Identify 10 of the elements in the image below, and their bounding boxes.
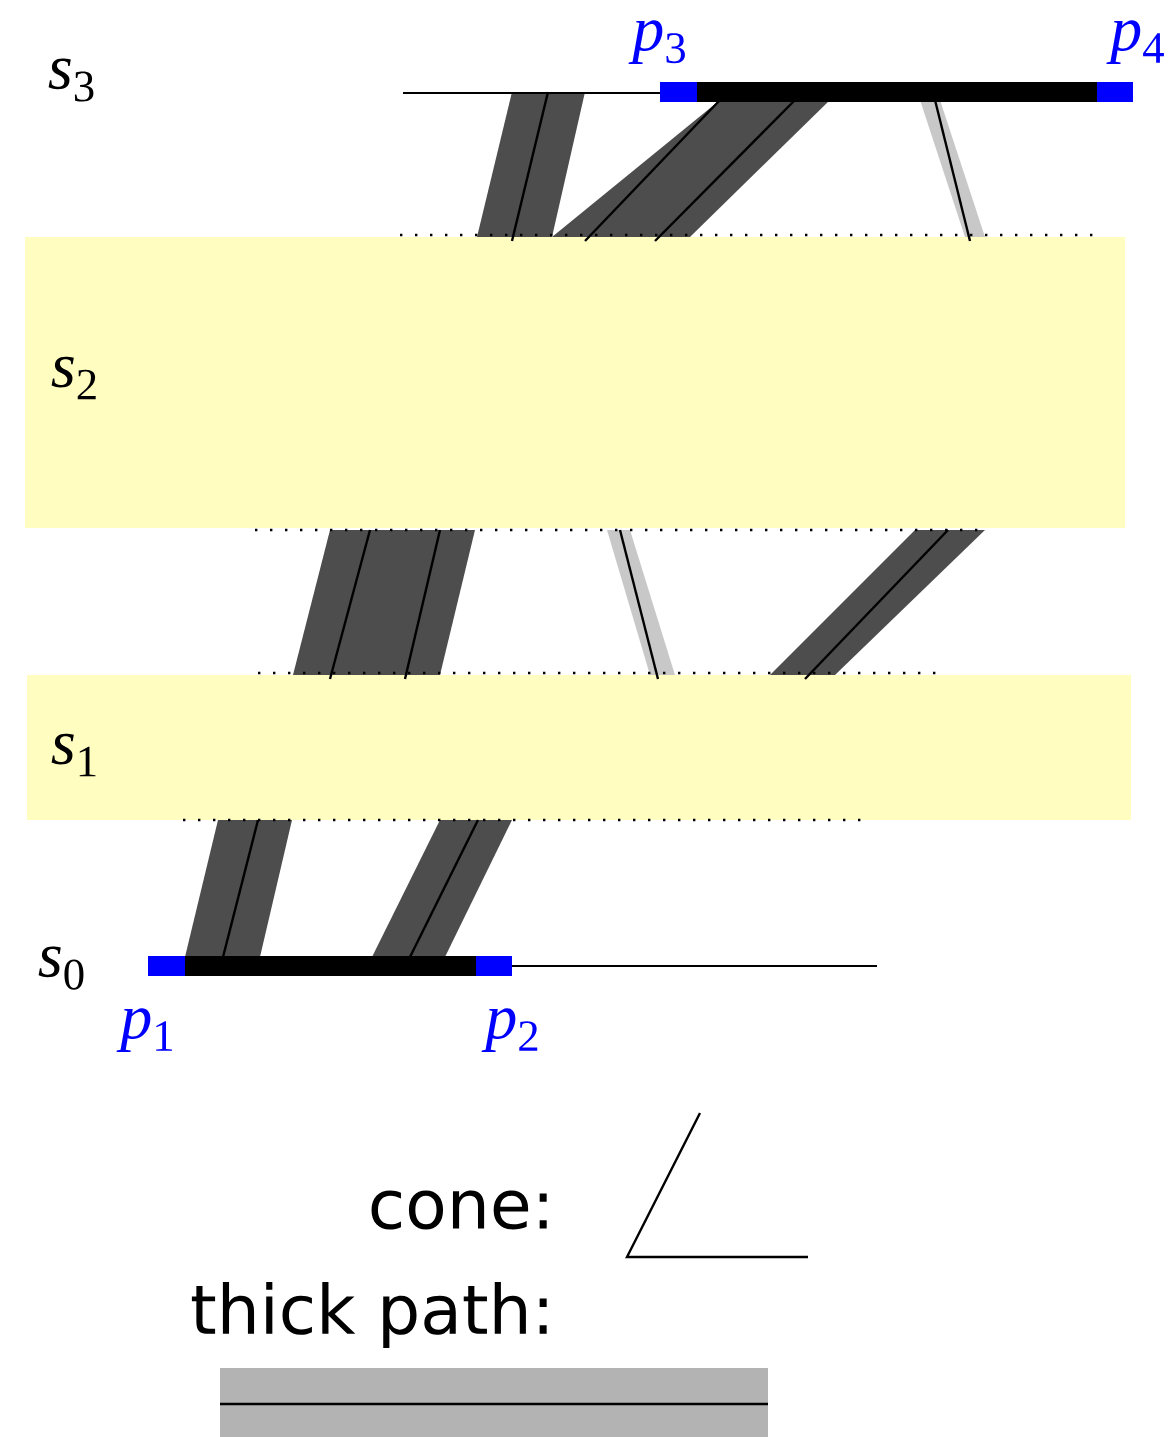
sheet-label: s$_{3}$ (48, 58, 94, 102)
point-label: p$_{4}$ (1106, 20, 1164, 64)
point-label: p$_{2}$ (481, 1008, 538, 1052)
point-label: p$_{1}$ (116, 1008, 172, 1052)
legend-label: cone: (371, 1190, 547, 1230)
sheet-label: s$_{1}$ (51, 733, 96, 777)
legend-label: thick path: (191, 1282, 547, 1348)
sheet-label: s$_{0}$ (38, 946, 84, 990)
sheet-label: s$_{2}$ (51, 356, 96, 400)
point-label: p$_{3}$ (628, 20, 685, 64)
